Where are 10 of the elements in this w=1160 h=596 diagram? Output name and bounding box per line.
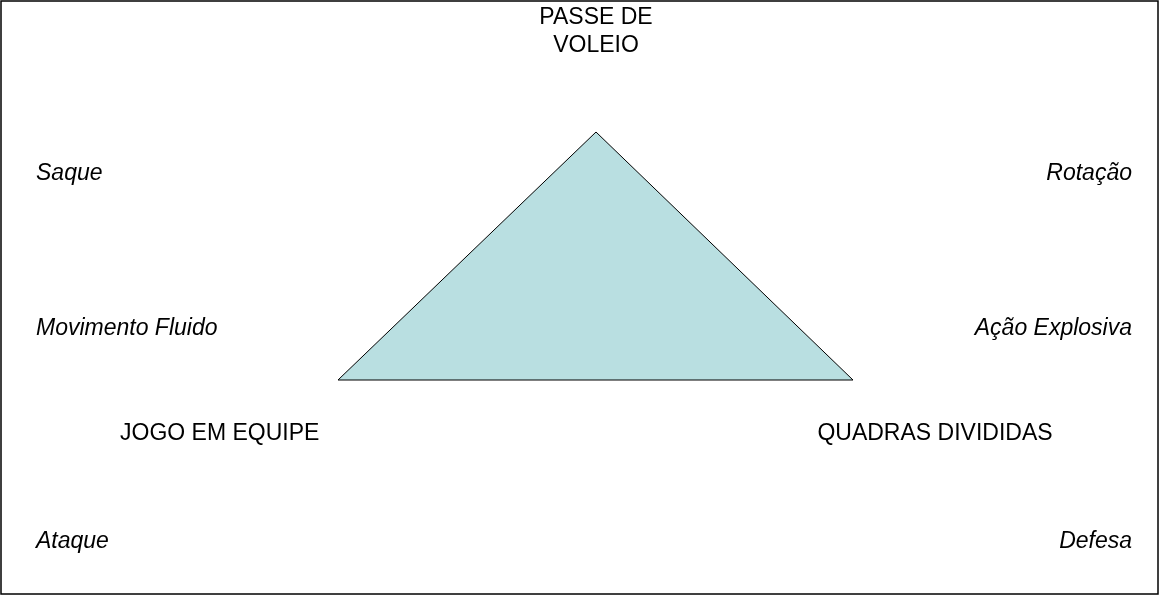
side-label: Movimento Fluido xyxy=(36,314,218,340)
vertex-label: QUADRAS DIVIDIDAS xyxy=(817,419,1053,445)
side-label: Defesa xyxy=(1059,527,1132,553)
vertex-label: JOGO EM EQUIPE xyxy=(120,419,320,445)
side-label: Saque xyxy=(36,159,103,185)
side-label: Rotação xyxy=(1046,159,1132,185)
triangle xyxy=(337,131,854,381)
side-label: Ataque xyxy=(36,527,109,553)
vertex-label: PASSE DE VOLEIO xyxy=(539,3,653,57)
side-label: Ação Explosiva xyxy=(974,314,1132,340)
